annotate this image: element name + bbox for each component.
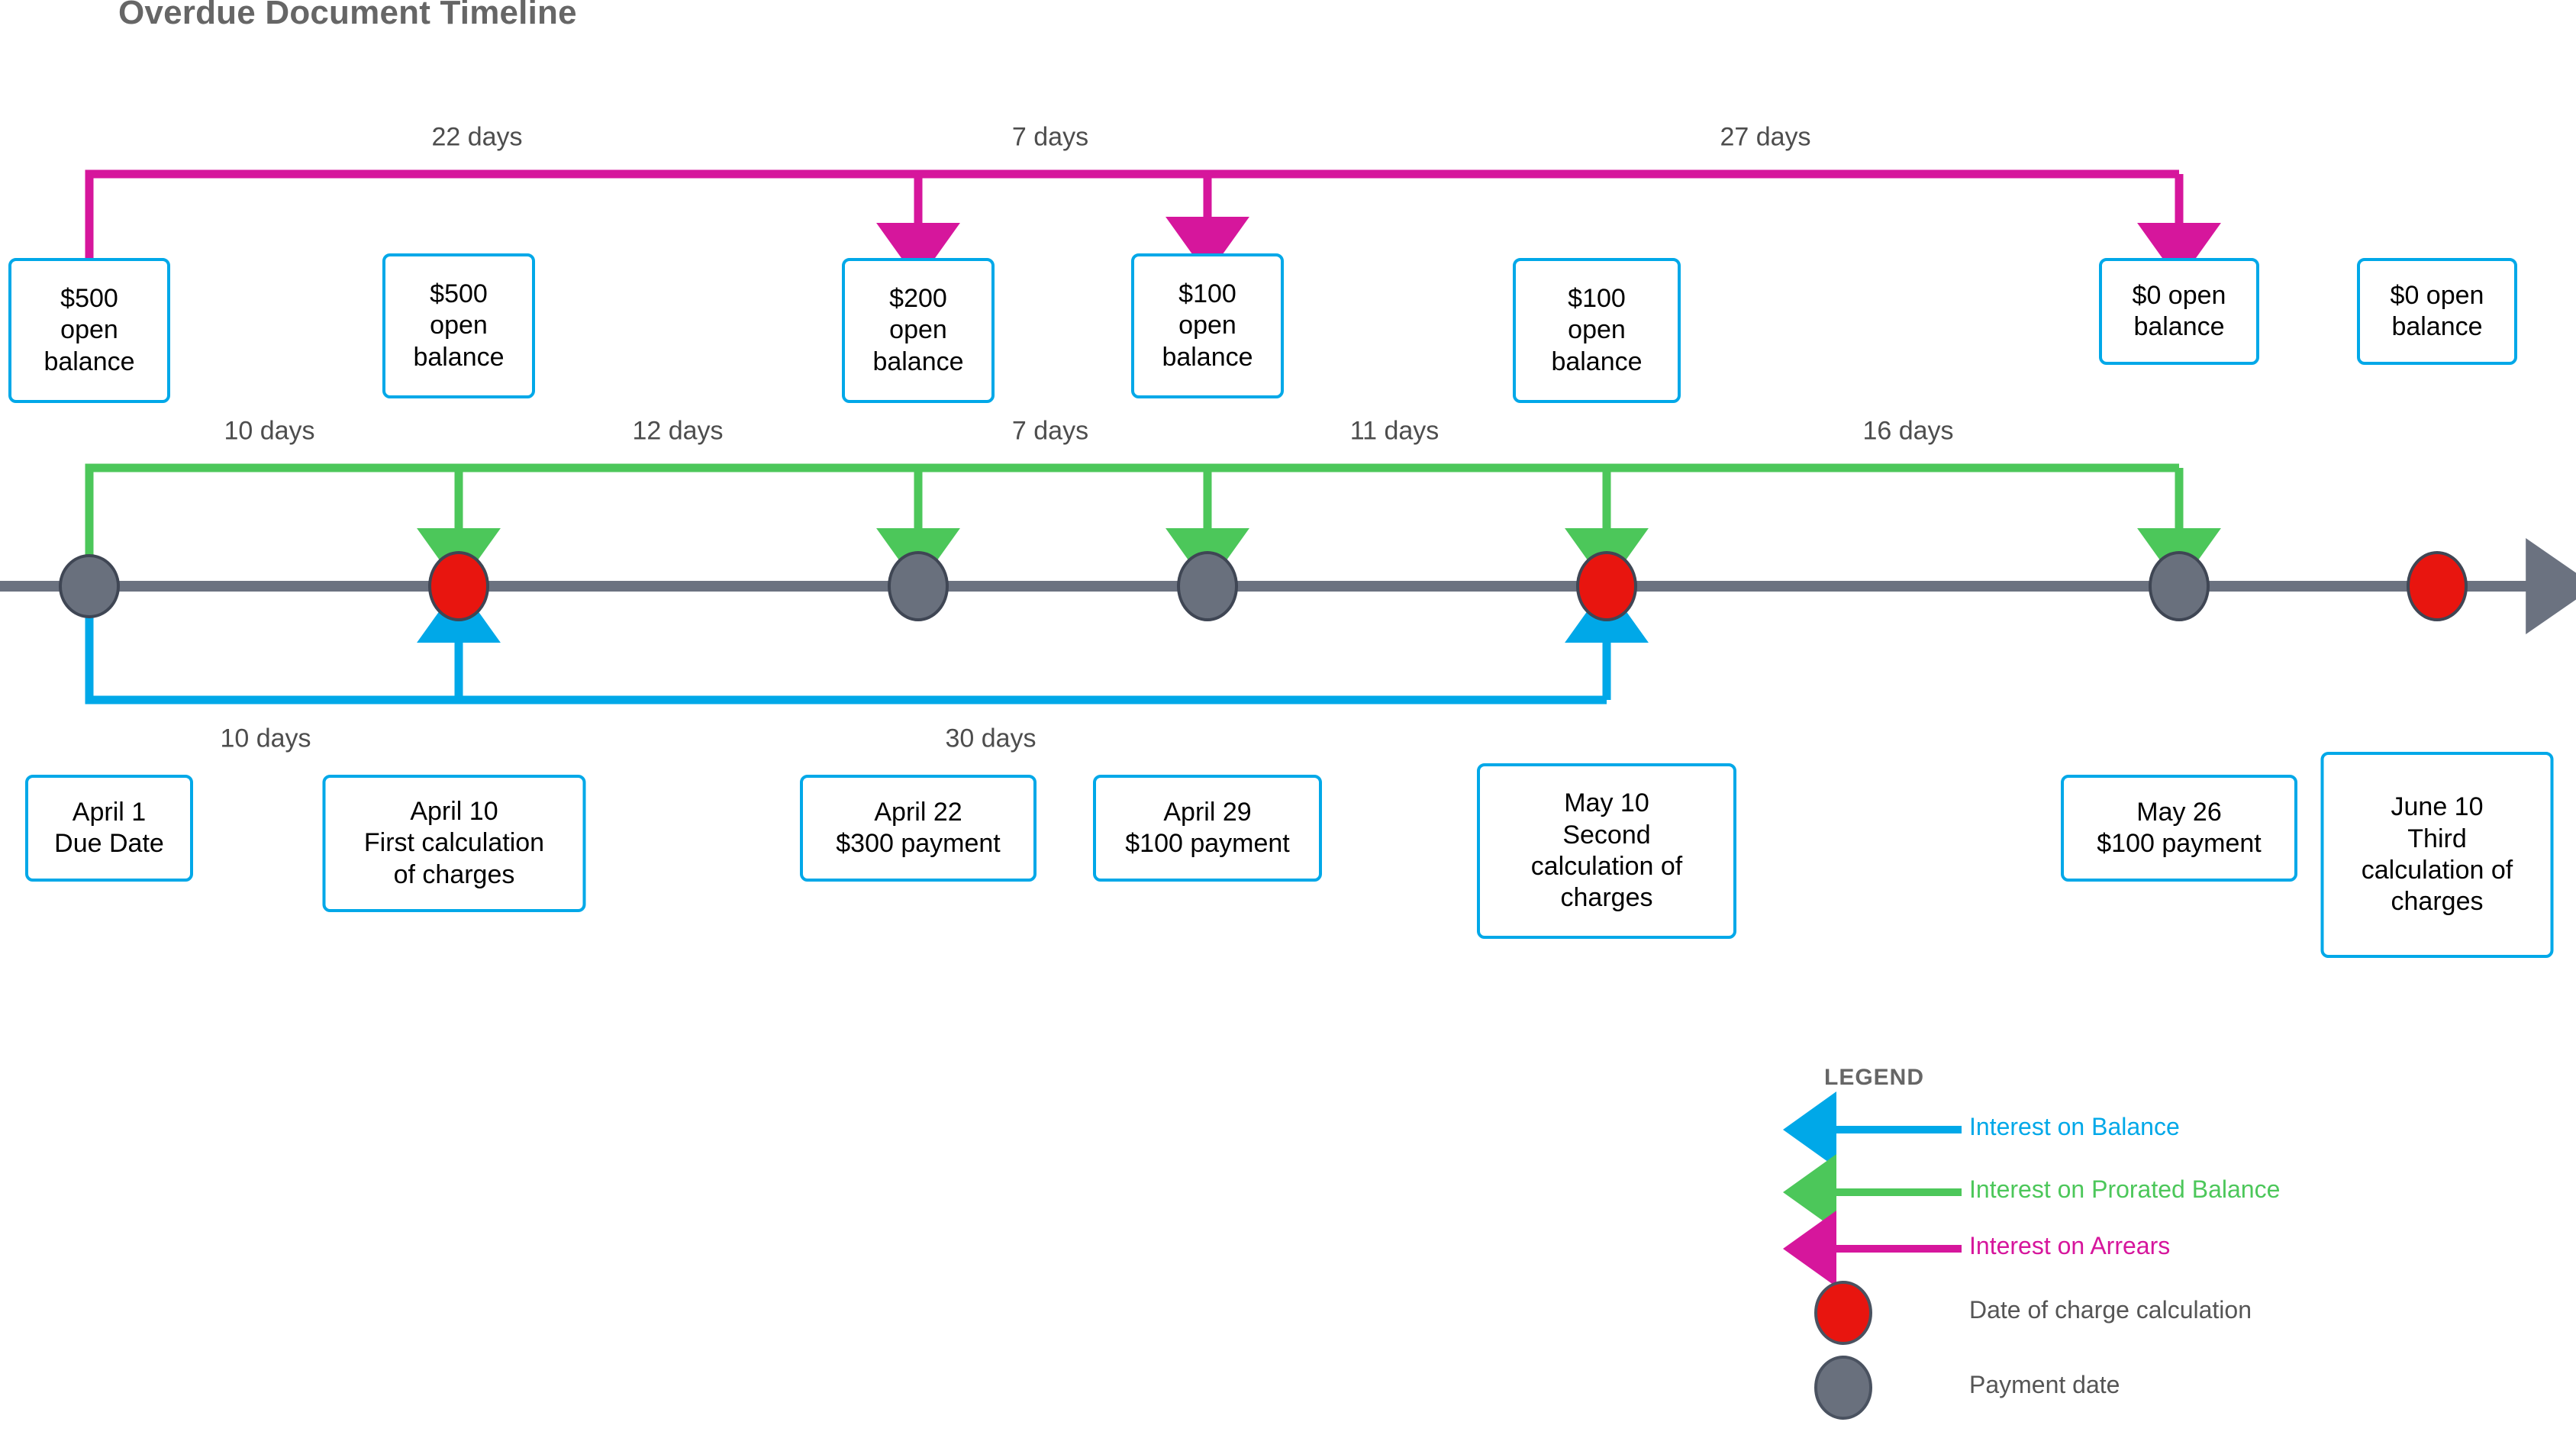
page-title: Overdue Document Timeline [118, 0, 577, 31]
day-span-label-balance-1: 10 days [220, 724, 311, 753]
legend-heading: LEGEND [1824, 1065, 1925, 1090]
legend-item-4: Date of charge calculation [1801, 1296, 2252, 1324]
arrears-connectors [85, 169, 2221, 282]
legend-item-label-3: Interest on Arrears [1969, 1232, 2171, 1259]
day-span-label-prorated-1: 10 days [224, 416, 315, 446]
legend-item-5: Payment date [1801, 1371, 2120, 1399]
day-span-label-arrears-3: 27 days [1720, 122, 1811, 152]
date-event-box-6[interactable]: May 26$100 payment [2061, 775, 2297, 882]
node-payment-april-22[interactable] [888, 551, 949, 621]
node-charge-april-10[interactable] [428, 551, 489, 621]
timeline-nodes [59, 551, 2468, 621]
date-event-box-4[interactable]: April 29$100 payment [1093, 775, 1322, 882]
day-span-label-arrears-1: 22 days [431, 122, 523, 152]
legend-item-1: Interest on Balance [1801, 1113, 2180, 1141]
legend-item-2: Interest on Prorated Balance [1801, 1175, 2280, 1204]
legend-arrow-glyphs [1782, 1091, 1962, 1420]
legend-item-label-2: Interest on Prorated Balance [1969, 1175, 2281, 1203]
node-payment-april-29[interactable] [1177, 551, 1238, 621]
date-event-box-text-6: May 26$100 payment [2097, 797, 2262, 858]
day-span-label-prorated-2: 12 days [632, 416, 724, 446]
day-span-label-prorated-3: 7 days [1011, 416, 1089, 446]
node-charge-may-10[interactable] [1576, 551, 1637, 621]
prorated-connectors [85, 463, 2221, 587]
date-event-box-text-4: April 29$100 payment [1125, 797, 1290, 858]
legend-item-label-4: Date of charge calculation [1969, 1296, 2252, 1324]
legend-item-label-1: Interest on Balance [1969, 1113, 2180, 1140]
day-span-label-arrears-2: 7 days [1011, 122, 1089, 152]
date-event-box-3[interactable]: April 22$300 payment [800, 775, 1037, 882]
day-span-label-balance-2: 30 days [945, 724, 1037, 753]
legend-payment-dot-icon [1814, 1356, 1872, 1420]
date-event-box-text-3: April 22$300 payment [836, 797, 1001, 858]
day-span-label-prorated-5: 16 days [1862, 416, 1954, 446]
node-payment-may-26[interactable] [2149, 551, 2210, 621]
balance-connectors [85, 584, 1649, 705]
node-payment-april-1[interactable] [59, 554, 120, 618]
legend-charge-dot-icon [1814, 1281, 1872, 1345]
node-charge-june-10[interactable] [2407, 551, 2468, 621]
day-span-label-prorated-4: 11 days [1349, 416, 1440, 446]
legend-item-3: Interest on Arrears [1801, 1232, 2170, 1260]
legend-item-label-5: Payment date [1969, 1371, 2120, 1398]
